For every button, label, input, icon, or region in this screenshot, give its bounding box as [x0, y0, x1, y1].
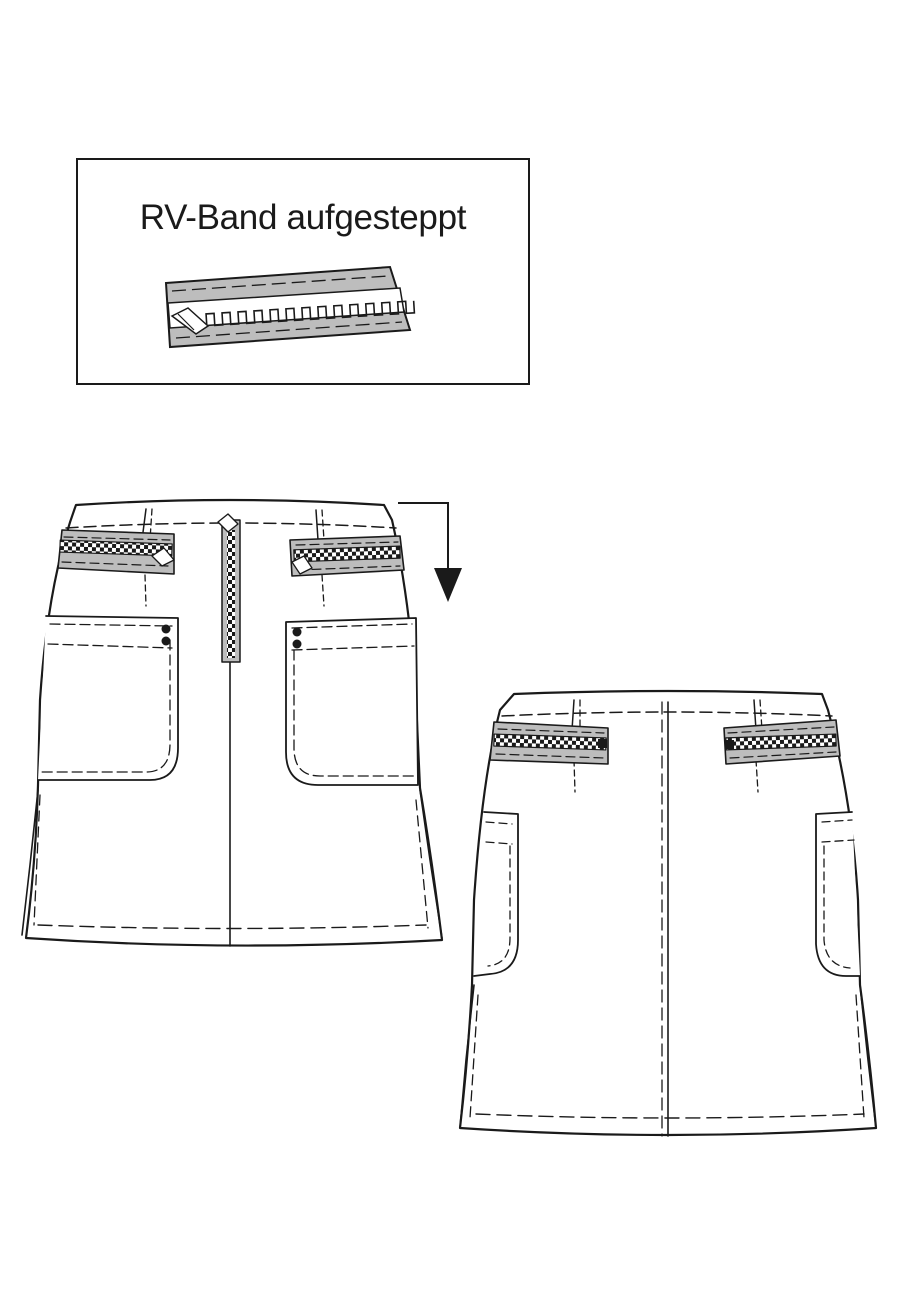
detail-title: RV-Band aufgesteppt [139, 198, 467, 237]
zipper-tape-icon [164, 265, 416, 349]
detail-callout-box: RV-Band aufgesteppt [76, 158, 530, 385]
skirt-back-view [458, 689, 878, 1137]
arrow-down-icon [398, 502, 462, 602]
skirt-front-view [21, 498, 444, 947]
